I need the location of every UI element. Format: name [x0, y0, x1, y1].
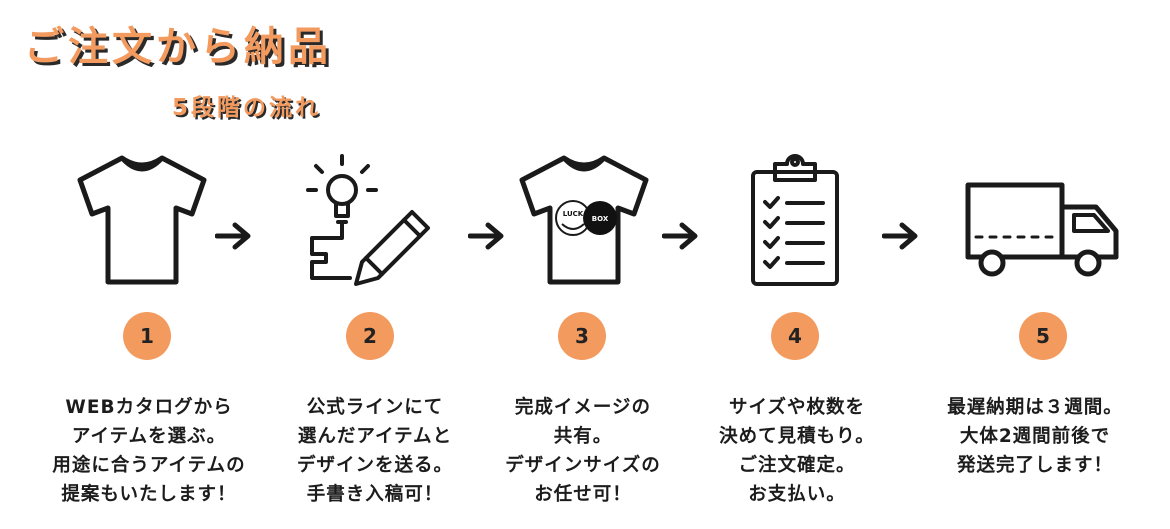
page-title: ご注文から納品 — [24, 24, 332, 70]
delivery-truck-icon — [965, 182, 1119, 277]
step-number-badge: 2 — [346, 312, 394, 360]
arrow-right-icon — [882, 222, 918, 250]
arrow-right-icon — [468, 222, 504, 250]
step-description: 最遅納期は３週間。 大体2週間前後で 発送完了します！ — [947, 397, 1123, 476]
page-subtitle: 5段階の流れ — [172, 95, 322, 121]
logo-left-text: LUCK — [563, 210, 584, 218]
step-description: WEBカタログから アイテムを選ぶ。 用途に合うアイテムの 提案もいたします！ — [52, 397, 246, 505]
idea-pencil-icon — [306, 154, 430, 286]
step-number-badge: 4 — [771, 312, 819, 360]
step-number-badge: 1 — [123, 312, 171, 360]
tshirt-icon — [77, 155, 207, 285]
step-number-badge: 3 — [558, 312, 606, 360]
step-number-badge: 5 — [1019, 312, 1067, 360]
logo-right-text: BOX — [592, 215, 609, 223]
step-description: 完成イメージの 共有。 デザインサイズの お任せ可！ — [505, 397, 661, 505]
arrow-right-icon — [662, 222, 698, 250]
printed-tshirt-icon: LUCK BOX — [519, 155, 649, 285]
arrow-right-icon — [215, 222, 251, 250]
step-description: サイズや枚数を 決めて見積もり。 ご注文確定。 お支払い。 — [719, 397, 875, 505]
step-description: 公式ラインにて 選んだアイテムと デザインを送る。 手書き入稿可！ — [296, 397, 453, 505]
clipboard-checklist-icon — [751, 154, 839, 286]
